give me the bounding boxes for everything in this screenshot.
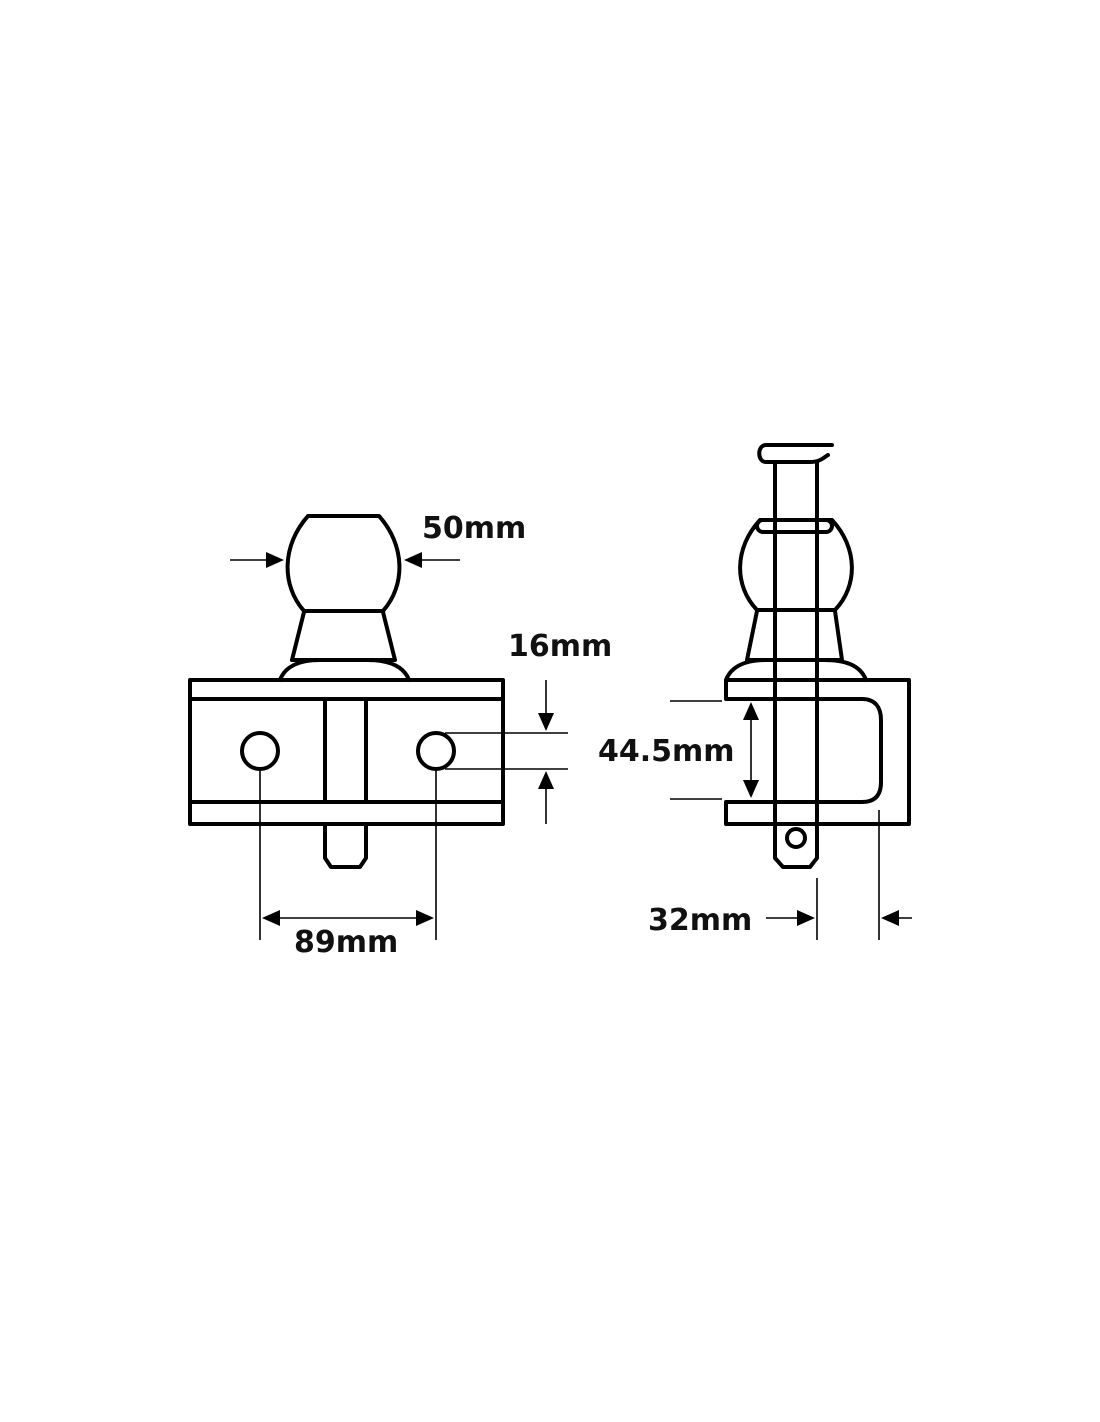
front-ball [285, 514, 402, 613]
dim-label-50mm: 50mm [422, 511, 526, 546]
side-bracket [724, 678, 911, 826]
dim-ball-diameter: 50mm [230, 511, 526, 568]
side-neck [745, 609, 844, 662]
front-neck [290, 610, 397, 662]
dim-jaw-gap: 44.5mm [598, 700, 759, 800]
dim-label-44-5mm: 44.5mm [598, 734, 735, 769]
side-pin-hole [785, 827, 807, 849]
dim-pin-diameter: 16mm [445, 629, 612, 824]
front-flange [278, 658, 411, 682]
side-pin-end [773, 842, 819, 869]
dim-label-32mm: 32mm [648, 903, 752, 938]
front-plate [188, 678, 505, 826]
dim-plate-thickness: 32mm [648, 810, 912, 940]
side-view [724, 443, 911, 869]
dim-hole-spacing: 89mm [259, 770, 437, 960]
front-bolt-hole-right [416, 731, 456, 771]
front-shank [323, 822, 368, 869]
dim-label-16mm: 16mm [508, 629, 612, 664]
side-ball-cap [755, 518, 834, 534]
dim-label-89mm: 89mm [294, 925, 398, 960]
side-spring-clip [757, 443, 834, 464]
front-view [188, 514, 505, 869]
front-bolt-hole-left [240, 731, 280, 771]
side-flange [724, 658, 868, 682]
